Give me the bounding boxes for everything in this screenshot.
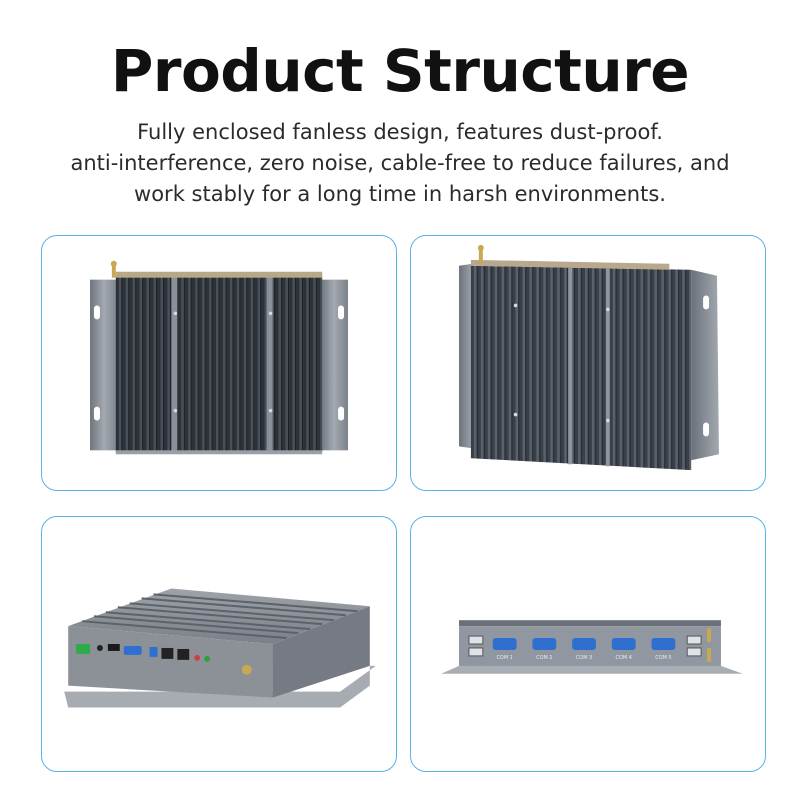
- com-port-5: [651, 638, 676, 650]
- product-image-rear-com-view: COM 1 COM 2 COM 3 COM 4 COM 5: [441, 620, 743, 674]
- terminal-block: [76, 644, 91, 654]
- product-image-angled-view: [459, 244, 719, 471]
- com-label-1: COM 1: [496, 655, 512, 661]
- com-label-3: COM 3: [576, 655, 592, 661]
- com-label-5: COM 5: [655, 655, 671, 661]
- product-image-front-io-view: [64, 588, 376, 708]
- page-subtitle: Fully enclosed fanless design, features …: [40, 117, 760, 210]
- subtitle-line-1: Fully enclosed fanless design, features …: [137, 120, 663, 144]
- com-label-4: COM 4: [616, 655, 632, 661]
- subtitle-line-3: work stably for a long time in harsh env…: [134, 182, 666, 206]
- product-view-panel-top: [41, 235, 397, 491]
- product-view-panel-rear-com: COM 1 COM 2 COM 3 COM 4 COM 5: [410, 516, 766, 772]
- product-view-panel-front-io: [41, 516, 397, 772]
- subtitle-line-2: anti-interference, zero noise, cable-fre…: [70, 151, 730, 175]
- com-port-2: [532, 638, 557, 650]
- page-title: Product Structure: [110, 37, 690, 105]
- com-label-2: COM 2: [536, 655, 552, 661]
- com-port-4: [611, 638, 636, 650]
- com-port-1: [492, 638, 517, 650]
- product-image-top-view: [90, 260, 348, 455]
- com-port-3: [572, 638, 596, 650]
- product-view-panel-angled: [410, 235, 766, 491]
